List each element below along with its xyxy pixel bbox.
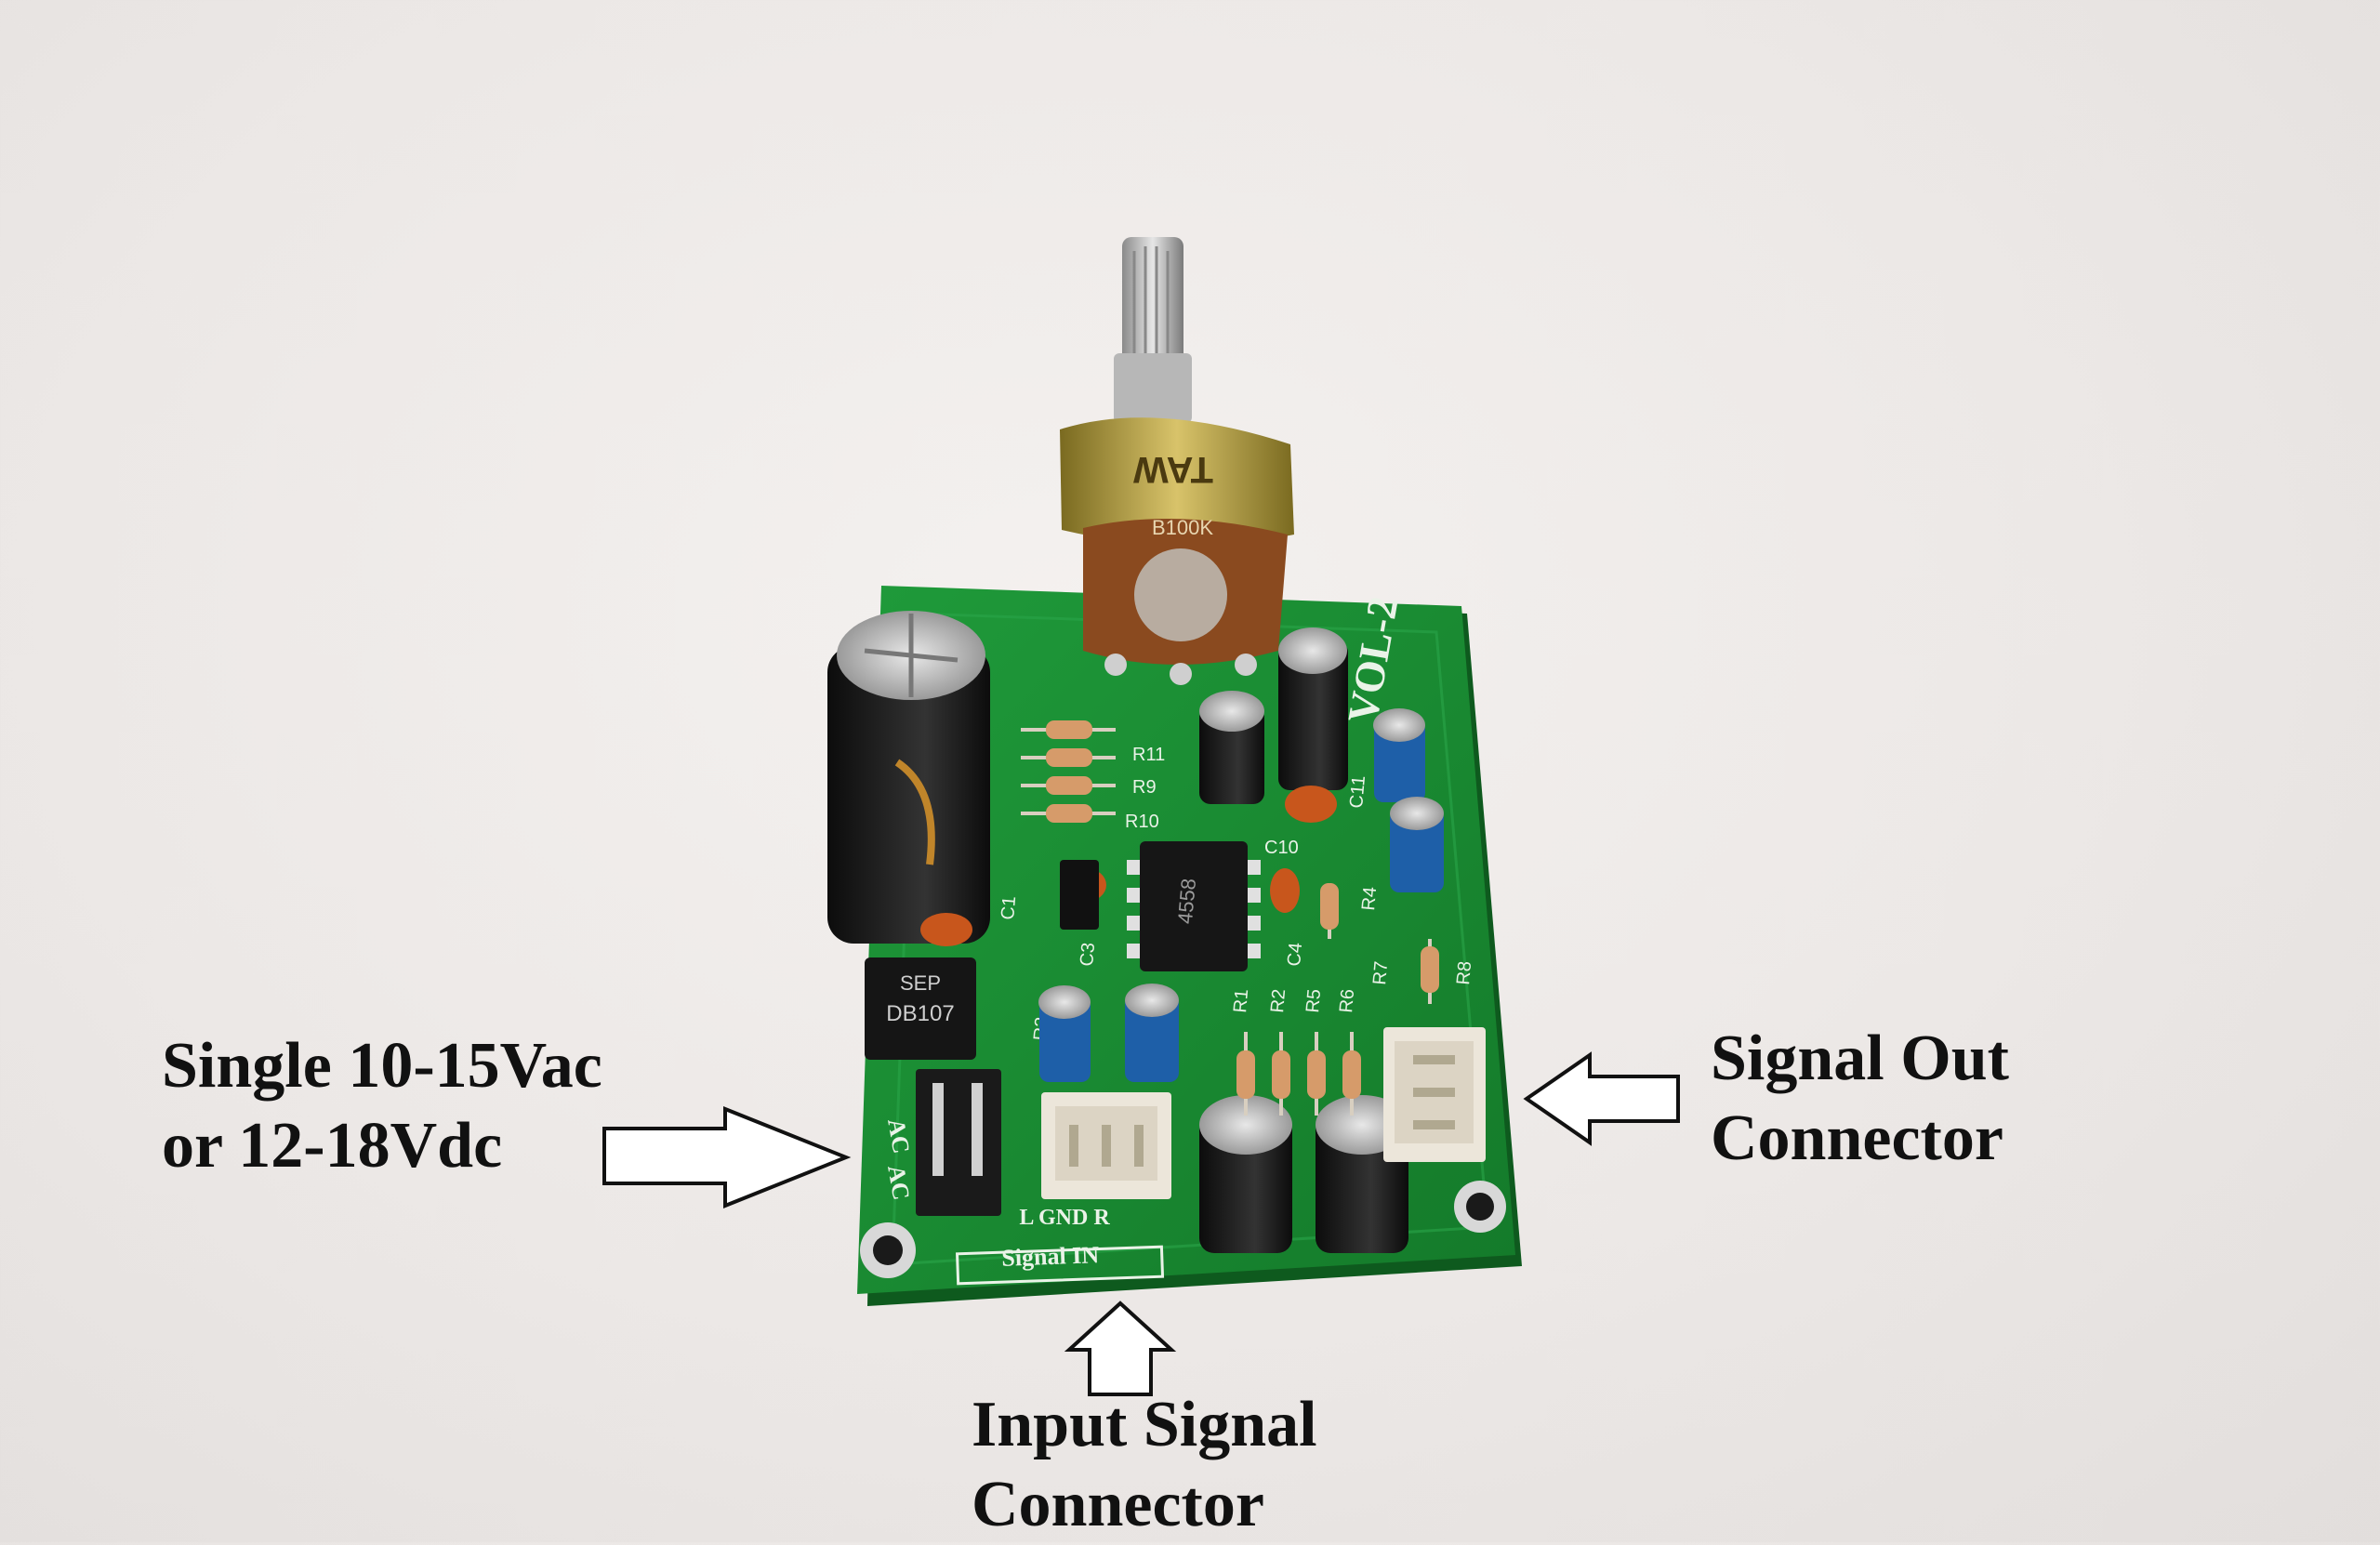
- signal-in-callout: Input Signal Connector: [972, 1385, 1317, 1545]
- designator-r5: R5: [1302, 988, 1325, 1013]
- transistor: [1060, 860, 1099, 930]
- designator-r9: R9: [1132, 777, 1157, 798]
- input-connector[interactable]: [1041, 1092, 1171, 1199]
- electrolytic-capacitor: [1278, 627, 1348, 790]
- blue-capacitor: [1038, 985, 1091, 1082]
- arrow-up-icon: [1064, 1301, 1177, 1396]
- opamp-marking: 4558: [1173, 878, 1200, 925]
- designator-r10: R10: [1125, 812, 1159, 832]
- designator-r6: R6: [1336, 988, 1358, 1013]
- electrolytic-capacitor: [1199, 691, 1264, 804]
- designator-c10: C10: [1264, 838, 1299, 858]
- blue-capacitor: [1125, 984, 1179, 1082]
- power-callout-line2: or 12-18Vdc: [162, 1110, 503, 1182]
- signal-out-callout-line1: Signal Out: [1711, 1023, 2009, 1094]
- power-terminal: [916, 1069, 1001, 1216]
- designator-r7: R7: [1369, 960, 1392, 985]
- arrow-right-icon: [602, 1106, 852, 1208]
- bridge-rectifier: SEP DB107: [865, 957, 976, 1060]
- designator-r1: R1: [1230, 988, 1252, 1013]
- power-input-callout: Single 10-15Vac or 12-18Vdc: [162, 1026, 602, 1186]
- resistor-group: [1021, 720, 1116, 823]
- mounting-hole: [860, 1222, 916, 1278]
- blue-capacitor: [1373, 708, 1425, 802]
- designator-c1: C1: [998, 895, 1020, 920]
- pot-marking-text: B100K: [1152, 516, 1213, 539]
- designator-r2: R2: [1267, 988, 1289, 1013]
- opamp-chip: 4558: [1127, 841, 1261, 971]
- designator-c11: C11: [1346, 774, 1369, 809]
- electrolytic-capacitor: [1199, 1095, 1292, 1253]
- signal-in-silkscreen: Signal IN: [1001, 1241, 1100, 1272]
- designator-c4: C4: [1284, 942, 1306, 967]
- ac-label-2: AC: [882, 1163, 915, 1202]
- large-capacitor: [827, 611, 990, 944]
- designator-r11: R11: [1132, 745, 1165, 765]
- power-callout-line1: Single 10-15Vac: [162, 1030, 602, 1102]
- potentiometer: TAW B100K: [1060, 237, 1294, 685]
- blue-capacitor: [1390, 797, 1444, 892]
- signal-in-callout-line2: Connector: [972, 1469, 1264, 1540]
- resistor-group: [1236, 883, 1439, 1116]
- designator-c3: C3: [1077, 942, 1099, 967]
- signal-out-callout: Signal Out Connector: [1711, 1019, 2009, 1179]
- signal-in-callout-line1: Input Signal: [972, 1389, 1317, 1460]
- rectifier-part: DB107: [886, 1001, 954, 1026]
- arrow-left-icon: [1523, 1051, 1680, 1146]
- signal-out-callout-line2: Connector: [1711, 1103, 2003, 1174]
- ac-label-1: AC: [882, 1116, 915, 1155]
- input-pins-silkscreen: L GND R: [1019, 1206, 1110, 1230]
- designator-labels: C1 C3 C4 C10 C11 R1 R2 R3 R4 R5 R6 R7 R8…: [998, 745, 1475, 1041]
- output-connector[interactable]: [1383, 1027, 1486, 1162]
- designator-r8: R8: [1453, 960, 1475, 985]
- pot-brand-text: TAW: [1133, 449, 1213, 490]
- rectifier-brand: SEP: [900, 971, 941, 995]
- mounting-hole: [1454, 1181, 1506, 1233]
- designator-r4: R4: [1358, 886, 1381, 911]
